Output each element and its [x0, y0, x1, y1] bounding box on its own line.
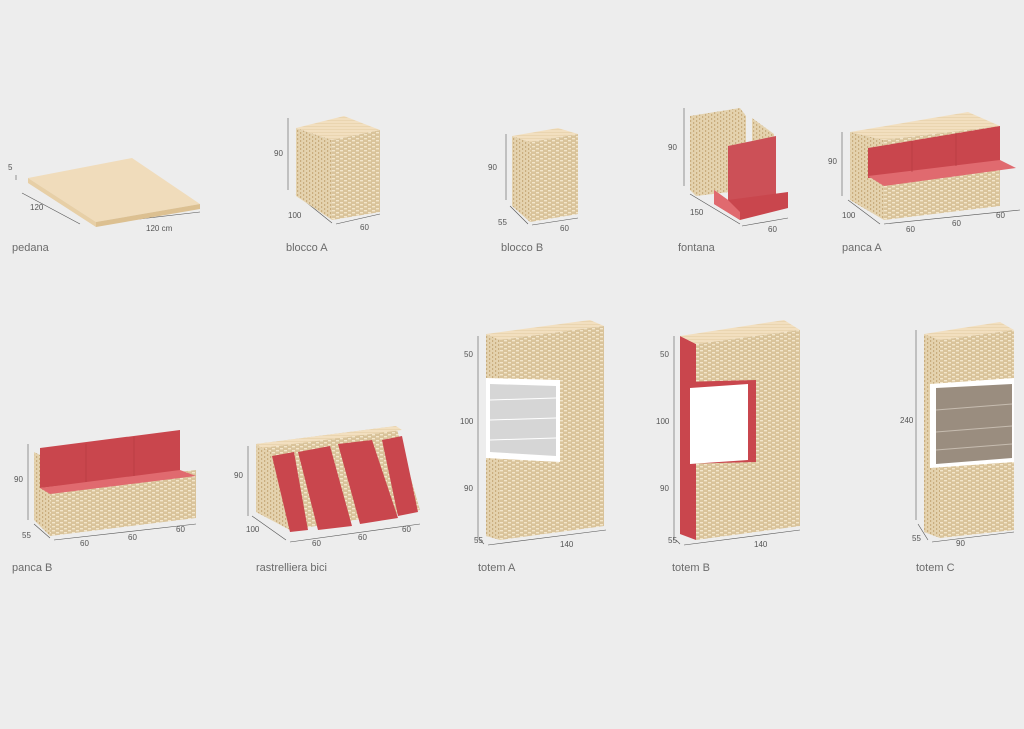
dim-pedana-w: 120 cm — [146, 224, 173, 233]
panca-b-figure — [34, 430, 196, 536]
dim-totem-c-h: 240 — [900, 416, 914, 425]
label-blocco-a: blocco A — [286, 242, 328, 254]
dim-totem-a-d: 55 — [474, 536, 483, 545]
dim-blocco-a-w: 60 — [360, 223, 369, 232]
blocco-b-figure — [512, 128, 578, 222]
dim-fontana-d: 150 — [690, 208, 704, 217]
label-panca-a: panca A — [842, 242, 882, 254]
totem-b-figure — [680, 320, 800, 540]
dim-totem-c-w: 90 — [956, 539, 965, 548]
dim-pedana-h: 5 — [8, 163, 13, 172]
totem-a-figure — [486, 320, 604, 540]
dim-totem-b-d: 55 — [668, 536, 677, 545]
dim-fontana-h: 90 — [668, 143, 677, 152]
label-totem-c: totem C — [916, 562, 955, 574]
label-fontana: fontana — [678, 242, 715, 254]
dim-totem-a-h1: 50 — [464, 350, 473, 359]
dim-panca-b-w2: 60 — [128, 533, 137, 542]
dim-totem-b-h1: 50 — [660, 350, 669, 359]
fontana-figure — [690, 108, 788, 220]
dimension-lines — [15, 108, 1021, 546]
label-totem-a: totem A — [478, 562, 516, 574]
dim-blocco-b-w: 60 — [560, 224, 569, 233]
dim-panca-a-w3: 60 — [996, 211, 1005, 220]
dim-rastrelliera-h: 90 — [234, 471, 243, 480]
dimension-labels: 5 120 120 cm 90 100 60 90 55 60 90 150 6… — [8, 143, 1005, 549]
dim-rastrelliera-w2: 60 — [358, 533, 367, 542]
dim-blocco-b-h: 90 — [488, 163, 497, 172]
dim-rastrelliera-d: 100 — [246, 525, 260, 534]
dim-panca-b-w1: 60 — [80, 539, 89, 548]
dim-panca-b-w3: 60 — [176, 525, 185, 534]
panca-a-figure — [850, 112, 1016, 220]
dim-panca-a-d: 100 — [842, 211, 856, 220]
dim-rastrelliera-w1: 60 — [312, 539, 321, 548]
label-blocco-b: blocco B — [501, 242, 544, 254]
dim-pedana-d: 120 — [30, 203, 44, 212]
label-rastrelliera: rastrelliera bici — [256, 562, 327, 574]
blocco-a-figure — [296, 116, 380, 220]
dim-rastrelliera-w3: 60 — [402, 525, 411, 534]
dim-totem-a-h2: 100 — [460, 417, 474, 426]
dim-blocco-b-d: 55 — [498, 218, 507, 227]
dim-totem-b-h2: 100 — [656, 417, 670, 426]
pedana-figure — [28, 158, 200, 227]
totem-c-figure — [924, 322, 1014, 538]
dim-fontana-w: 60 — [768, 225, 777, 234]
dim-totem-a-h3: 90 — [464, 484, 473, 493]
dim-panca-a-h: 90 — [828, 157, 837, 166]
label-panca-b: panca B — [12, 562, 53, 574]
dim-panca-a-w1: 60 — [906, 225, 915, 234]
dim-panca-a-w2: 60 — [952, 219, 961, 228]
dim-blocco-a-d: 100 — [288, 211, 302, 220]
dim-panca-b-d: 55 — [22, 531, 31, 540]
dim-totem-b-w: 140 — [754, 540, 768, 549]
dim-blocco-a-h: 90 — [274, 149, 283, 158]
dim-totem-c-d: 55 — [912, 534, 921, 543]
dim-panca-b-h: 90 — [14, 475, 23, 484]
label-pedana: pedana — [12, 242, 49, 254]
dim-totem-a-w: 140 — [560, 540, 574, 549]
label-totem-b: totem B — [672, 562, 710, 574]
rastrelliera-figure — [256, 426, 420, 532]
dim-totem-b-h3: 90 — [660, 484, 669, 493]
